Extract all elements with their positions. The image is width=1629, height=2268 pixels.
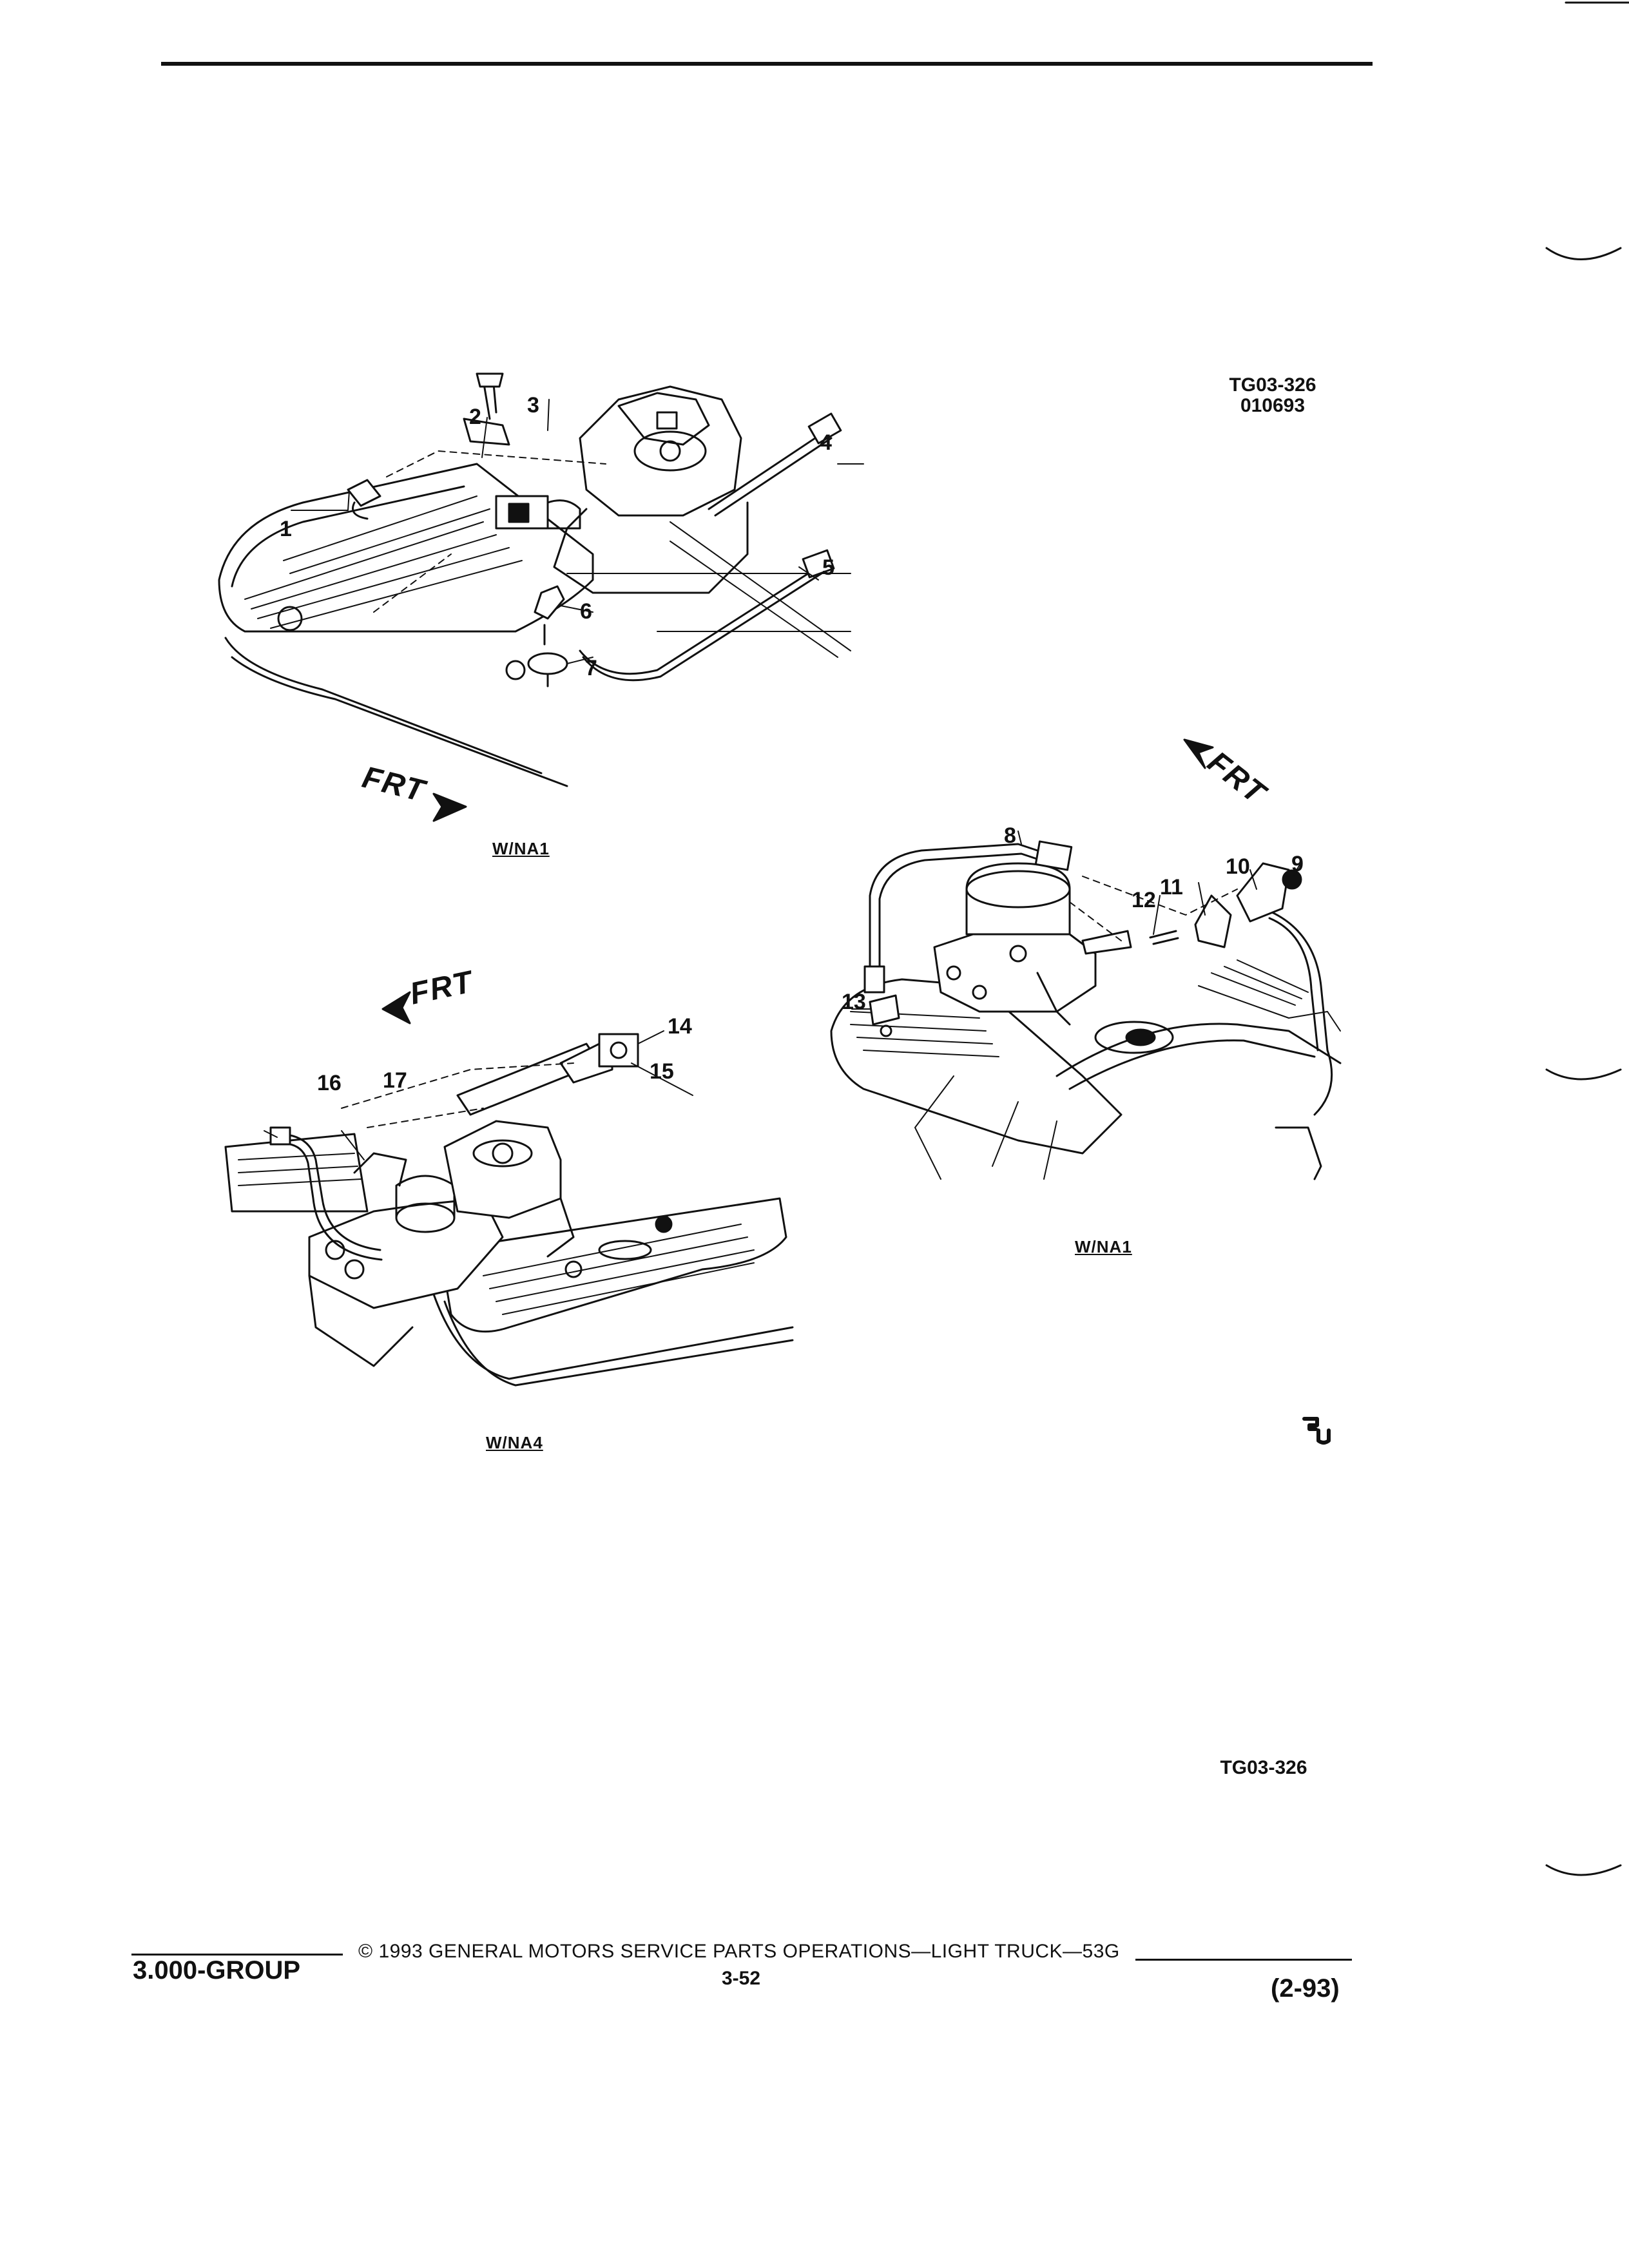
view-1-caption: W/NA1 [492, 839, 550, 858]
footer-date: (2-93) [1271, 1974, 1340, 2003]
frt-arrow-view-1 [432, 793, 467, 822]
figure-code-line-2: 010693 [1240, 395, 1306, 416]
engine-view-1-drawing [218, 372, 864, 787]
figure-code-line-1: TG03-326 [1229, 374, 1316, 396]
callout-7: 7 [585, 656, 597, 680]
figure-code-bottom: TG03-326 [1220, 1757, 1307, 1778]
callout-10: 10 [1226, 854, 1250, 879]
footer-rule-left [131, 1954, 343, 1956]
callout-1: 1 [280, 517, 292, 541]
view-2-caption: W/NA1 [1075, 1237, 1132, 1256]
footer-group-label: 3.000-GROUP [133, 1956, 301, 1984]
callout-16: 16 [317, 1071, 342, 1095]
frt-arrow-view-2 [1183, 738, 1214, 769]
view-3-caption: W/NA4 [486, 1433, 543, 1452]
engine-view-3-drawing [224, 1030, 794, 1387]
callout-9: 9 [1291, 852, 1304, 876]
top-rule [161, 62, 1373, 66]
callout-3: 3 [527, 393, 539, 418]
callout-14: 14 [668, 1014, 692, 1039]
footer-copyright: © 1993 GENERAL MOTORS SERVICE PARTS OPER… [358, 1941, 1120, 1962]
callout-11: 11 [1160, 875, 1183, 899]
binder-marks [1545, 1, 1629, 1876]
callout-15: 15 [650, 1059, 674, 1084]
engine-view-2-drawing [830, 831, 1342, 1180]
callout-13: 13 [842, 990, 866, 1014]
footer-rule-right [1135, 1959, 1352, 1961]
frt-arrow-view-3 [381, 991, 411, 1024]
gm-logo-mark [1300, 1415, 1331, 1446]
callout-6: 6 [580, 599, 592, 624]
callout-4: 4 [820, 430, 832, 455]
footer-page-number: 3-52 [722, 1968, 761, 1989]
callout-5: 5 [822, 555, 834, 580]
callout-8: 8 [1004, 823, 1016, 848]
callout-17: 17 [383, 1068, 407, 1093]
callout-2: 2 [469, 405, 481, 429]
figure-code-top: TG03-326 010693 [1211, 375, 1334, 416]
callout-12: 12 [1132, 888, 1156, 912]
